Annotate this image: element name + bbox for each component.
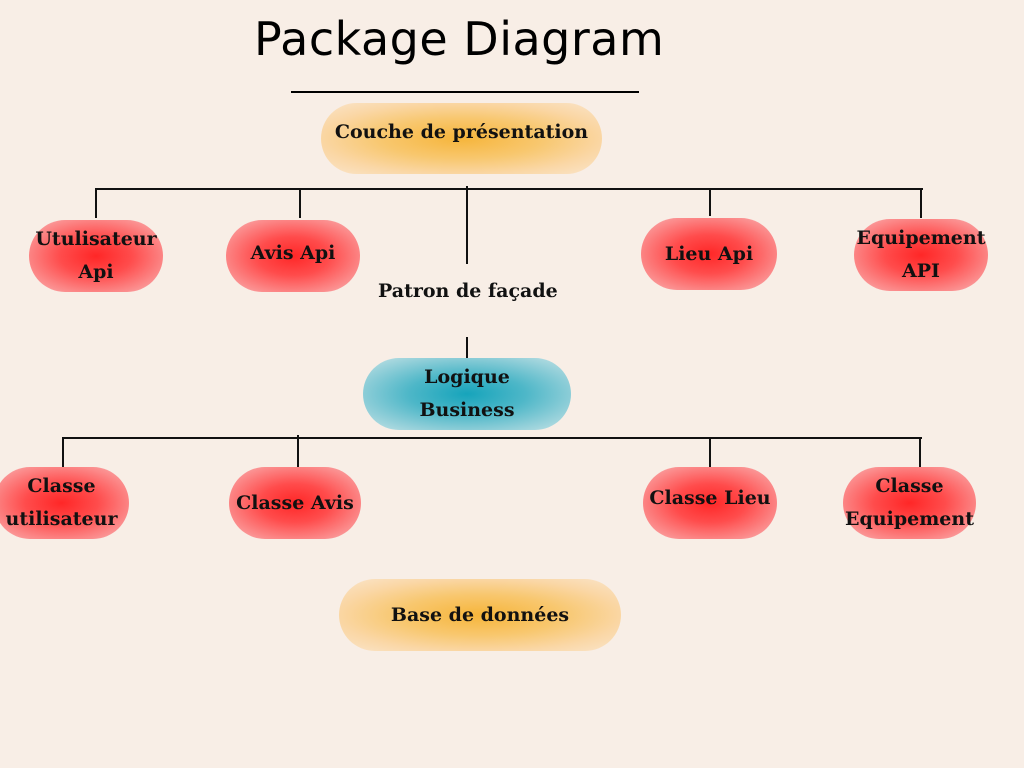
user-class-label: Classe utilisateur (5, 475, 118, 530)
place-class-label: Classe Lieu (649, 487, 771, 509)
review-api-node: Avis Api (226, 220, 360, 292)
presentation-layer-label: Couche de présentation (334, 121, 589, 143)
review-class-label: Classe Avis (236, 491, 354, 514)
connector-place-api (709, 188, 711, 216)
database-node: Base de données (339, 579, 621, 651)
user-api-label: Utulisateur Api (35, 228, 157, 283)
facade-pattern-label: Patron de façade (378, 280, 558, 302)
user-class-node: Classe utilisateur (0, 467, 129, 539)
connector-amenity-api (920, 188, 922, 218)
place-api-label: Lieu Api (664, 242, 754, 265)
diagram-title: Package Diagram (254, 12, 665, 66)
connector-place-class (709, 437, 711, 467)
connector-review-class (297, 435, 299, 467)
connector-review-api (299, 188, 301, 218)
connector-facade (466, 186, 468, 264)
business-logic-node: Logique Business (363, 358, 571, 430)
amenity-api-label: Equipement API (856, 227, 986, 282)
title-underline (291, 91, 639, 93)
connector-user-api (95, 188, 97, 218)
api-connector-bar (95, 188, 923, 190)
amenity-class-label: Classe Equipement (845, 475, 974, 530)
class-connector-bar (62, 437, 922, 439)
connector-user-class (62, 437, 64, 467)
review-api-label: Avis Api (250, 242, 336, 264)
presentation-layer-node: Couche de présentation (321, 103, 602, 174)
connector-business-logic (466, 337, 468, 359)
place-class-node: Classe Lieu (643, 467, 777, 539)
connector-amenity-class (919, 437, 921, 467)
amenity-api-node: Equipement API (854, 219, 988, 291)
user-api-node: Utulisateur Api (29, 220, 163, 292)
business-logic-label: Logique Business (419, 366, 515, 421)
amenity-class-node: Classe Equipement (843, 467, 976, 539)
database-label: Base de données (390, 603, 570, 626)
place-api-node: Lieu Api (641, 218, 777, 290)
review-class-node: Classe Avis (229, 467, 361, 539)
